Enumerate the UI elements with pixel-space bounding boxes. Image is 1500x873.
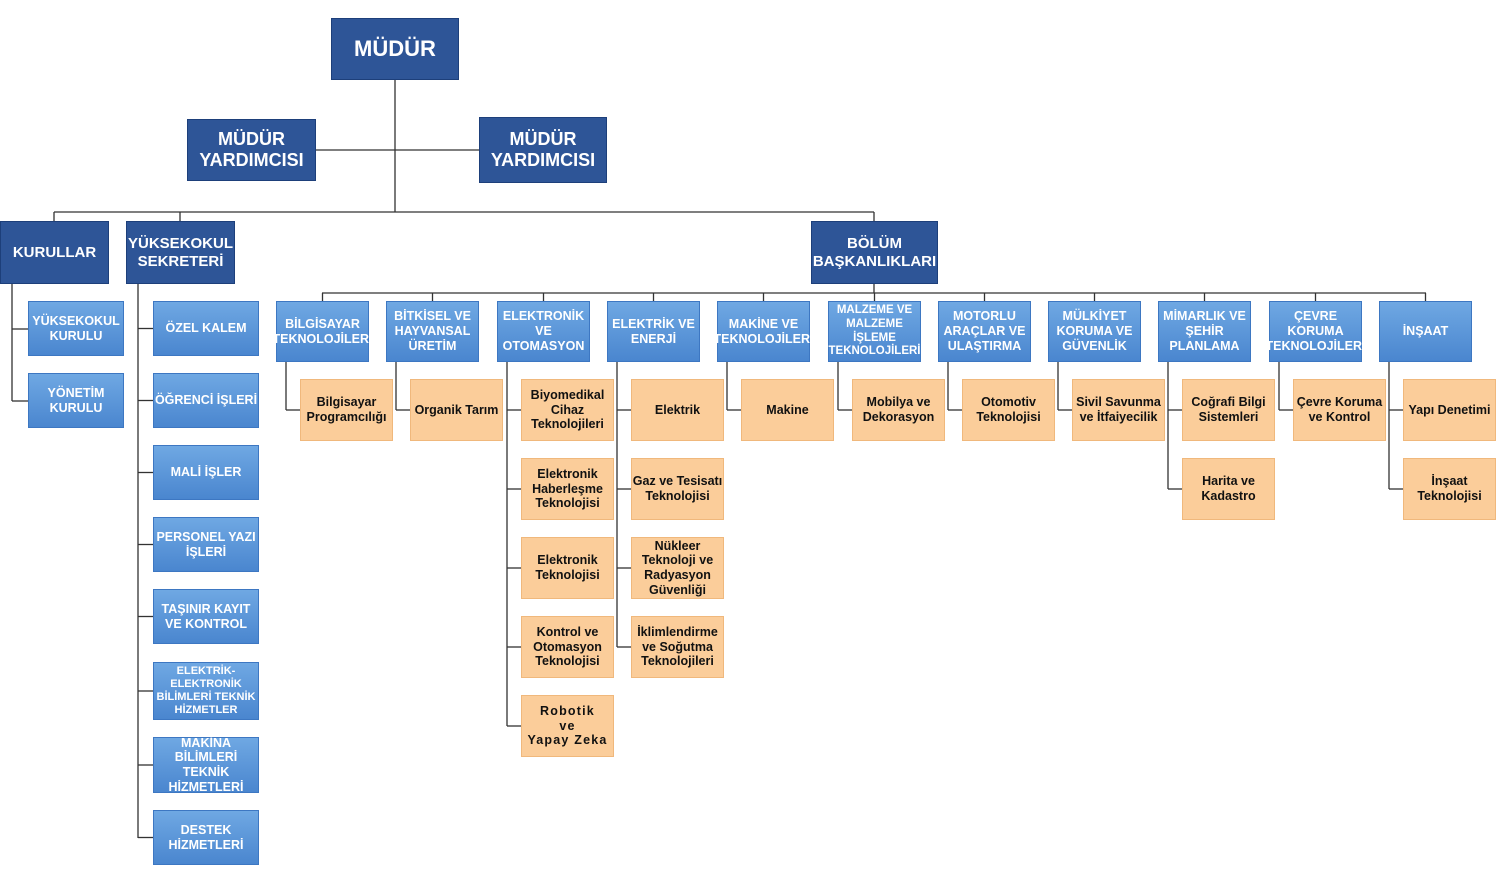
director-box: MÜDÜR [331,18,459,80]
sekreter-box: YÜKSEKOKUL SEKRETERİ [126,221,235,284]
deputy-director-box-right: MÜDÜR YARDIMCISI [479,117,607,183]
program-box: Sivil Savunma ve İtfaiyecilik [1072,379,1165,441]
department-box: MİMARLIK VE ŞEHİR PLANLAMA [1158,301,1251,362]
department-box: İNŞAAT [1379,301,1472,362]
program-box: Kontrol ve Otomasyon Teknolojisi [521,616,614,678]
program-box: Yapı Denetimi [1403,379,1496,441]
sekreter-item: ÖĞRENCİ İŞLERİ [153,373,259,428]
deputy-director-box-left: MÜDÜR YARDIMCISI [187,119,316,181]
program-box: Biyomedikal Cihaz Teknolojileri [521,379,614,441]
department-box: BİLGİSAYAR TEKNOLOJİLERİ [273,301,373,362]
program-box: Mobilya ve Dekorasyon [852,379,945,441]
department-box: ELEKTRİK VE ENERJİ [607,301,700,362]
program-box: Elektronik Teknolojisi [521,537,614,599]
program-box: Elektrik [631,379,724,441]
program-box: İnşaat Teknolojisi [1403,458,1496,520]
program-box: Makine [741,379,834,441]
sekreter-item: MALİ İŞLER [153,445,259,500]
department-box: BİTKİSEL VE HAYVANSAL ÜRETİM [386,301,479,362]
sekreter-item: ELEKTRİK- ELEKTRONİK BİLİMLERİ TEKNİK Hİ… [153,662,259,720]
kurul-item: YÖNETİM KURULU [28,373,124,428]
sekreter-item: PERSONEL YAZI İŞLERİ [153,517,259,572]
program-box: Çevre Koruma ve Kontrol [1293,379,1386,441]
sekreter-item: MAKİNA BİLİMLERİ TEKNİK HİZMETLERİ [153,736,259,794]
sekreter-item: TAŞINIR KAYIT VE KONTROL [153,589,259,644]
program-box: Organik Tarım [410,379,503,441]
sekreter-item: ÖZEL KALEM [153,301,259,356]
program-box: Robotik ve Yapay Zeka [521,695,614,757]
department-box: ÇEVRE KORUMA TEKNOLOJİLERİ [1266,301,1366,362]
department-box: ELEKTRONİK VE OTOMASYON [497,301,590,362]
program-box: Elektronik Haberleşme Teknolojisi [521,458,614,520]
program-box: Nükleer Teknoloji ve Radyasyon Güvenliği [631,537,724,599]
department-box: MALZEME VE MALZEME İŞLEME TEKNOLOJİLERİ [828,301,921,362]
kurullar-box: KURULLAR [0,221,109,284]
sekreter-item: DESTEK HİZMETLERİ [153,810,259,865]
program-box: Otomotiv Teknolojisi [962,379,1055,441]
bolum-baskanliklari-box: BÖLÜM BAŞKANLIKLARI [811,221,938,284]
kurul-item: YÜKSEKOKUL KURULU [28,301,124,356]
program-box: Harita ve Kadastro [1182,458,1275,520]
department-box: MAKİNE VE TEKNOLOJİLERİ [714,301,814,362]
program-box: Coğrafi Bilgi Sistemleri [1182,379,1275,441]
program-box: Gaz ve Tesisatı Teknolojisi [631,458,724,520]
department-box: MÜLKİYET KORUMA VE GÜVENLİK [1048,301,1141,362]
program-box: Bilgisayar Programcılığı [300,379,393,441]
program-box: İklimlendirme ve Soğutma Teknolojileri [631,616,724,678]
department-box: MOTORLU ARAÇLAR VE ULAŞTIRMA [938,301,1031,362]
